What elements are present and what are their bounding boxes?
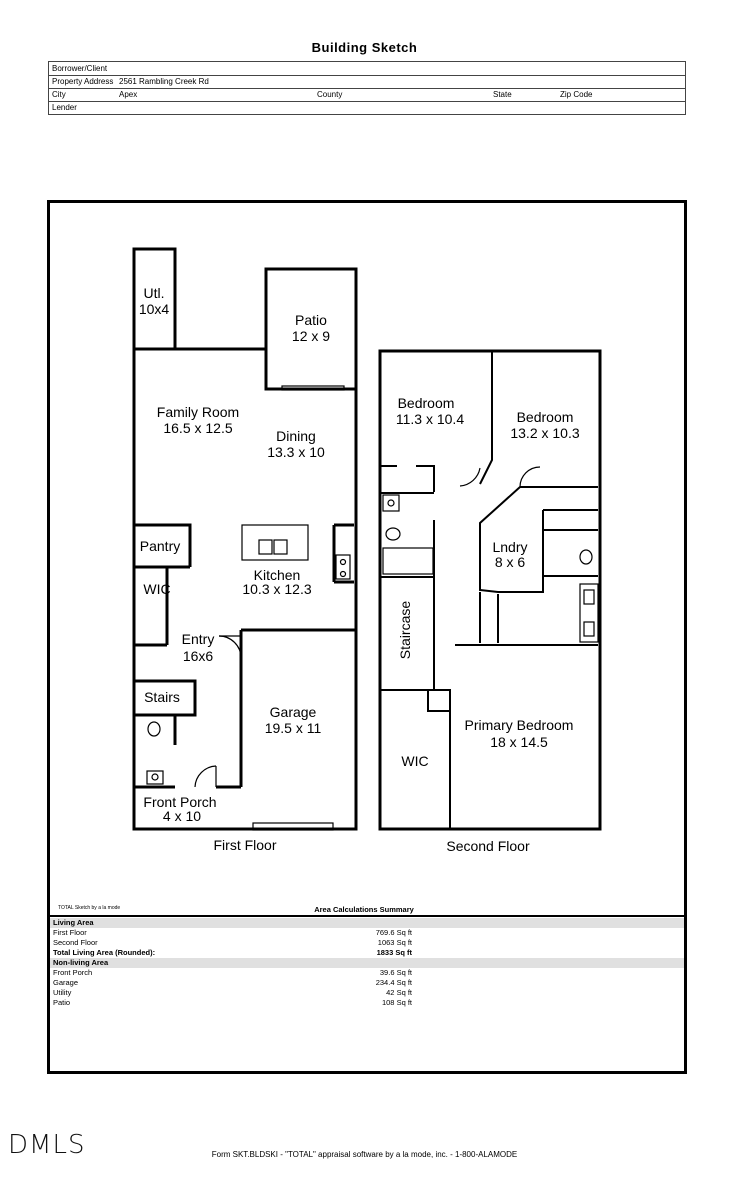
laundry-size: 8 x 6 [495,554,526,570]
row-label: Utility [53,988,72,997]
borrower-row: Borrower/Client [49,62,685,76]
row-label: Second Floor [53,938,98,947]
area-calculations-summary: Living Area First Floor 769.6 Sq ft Secon… [50,918,684,1008]
property-header-table: Borrower/Client Property Address 2561 Ra… [48,61,686,115]
row-value: 42 Sq ft [386,988,412,997]
family-room-label: Family Room [157,404,239,420]
row-value: 769.6 Sq ft [375,928,412,937]
dining-label: Dining [276,428,316,444]
table-row: Garage 234.4 Sq ft [50,978,684,988]
patio-label: Patio [295,312,327,328]
row-value: 39.6 Sq ft [379,968,412,977]
row-label: First Floor [53,928,87,937]
page-title: Building Sketch [311,40,418,55]
dmls-logo: DMLS [8,1130,86,1160]
bedroom-2-size: 13.2 x 10.3 [510,425,579,441]
utility-size: 10x4 [139,301,170,317]
second-floor-caption: Second Floor [446,838,530,854]
entry-size: 16x6 [183,648,214,664]
non-living-area-header: Non-living Area [50,958,684,968]
laundry-label: Lndry [492,539,527,555]
lender-row: Lender [49,101,685,114]
front-porch-size: 4 x 10 [163,808,201,824]
non-living-area-title: Non-living Area [53,958,109,967]
form-footer: Form SKT.BLDSKI - "TOTAL" appraisal soft… [211,1150,518,1159]
lender-label: Lender [52,103,77,112]
kitchen-size: 10.3 x 12.3 [242,581,311,597]
row-value: 234.4 Sq ft [375,978,412,987]
living-area-header: Living Area [50,918,684,928]
pantry-label: Pantry [140,538,180,554]
zip-label: Zip Code [560,90,593,99]
row-value: 108 Sq ft [381,998,412,1007]
sketch-frame [47,200,687,1074]
kitchen-label: Kitchen [254,567,301,583]
patio-room [264,267,358,391]
borrower-label: Borrower/Client [52,64,108,73]
bedroom-2-label: Bedroom [517,409,574,425]
city-label: City [52,90,66,99]
table-row: Second Floor 1063 Sq ft [50,938,684,948]
sketch-credit: TOTAL Sketch by a la mode [58,905,120,911]
table-row: Utility 42 Sq ft [50,988,684,998]
state-label: State [493,90,512,99]
county-label: County [317,90,343,99]
row-value: 1833 Sq ft [376,948,412,957]
garage-label: Garage [270,704,317,720]
patio-size: 12 x 9 [292,328,330,344]
address-row: Property Address 2561 Rambling Creek Rd [49,75,685,89]
staircase-label: Staircase [397,601,413,660]
table-row: Patio 108 Sq ft [50,998,684,1008]
family-room-size: 16.5 x 12.5 [163,420,232,436]
primary-bedroom-size: 18 x 14.5 [490,734,548,750]
stairs-label: Stairs [144,689,180,705]
row-label: Garage [53,978,79,987]
dining-size: 13.3 x 10 [267,444,325,460]
first-floor-caption: First Floor [214,837,277,853]
entry-label: Entry [182,631,215,647]
table-row: Front Porch 39.6 Sq ft [50,968,684,978]
city-row: City Apex County State Zip Code [49,88,685,102]
summary-title: Area Calculations Summary [314,905,414,914]
address-label: Property Address [52,77,114,86]
wic-second-floor-label: WIC [401,753,428,769]
row-label: Total Living Area (Rounded): [53,948,156,957]
city-value: Apex [119,90,138,99]
living-area-title: Living Area [53,918,94,927]
primary-bedroom-label: Primary Bedroom [465,717,574,733]
address-value: 2561 Rambling Creek Rd [119,77,209,86]
table-row: Total Living Area (Rounded): 1833 Sq ft [50,948,684,958]
front-porch-label: Front Porch [143,794,216,810]
second-floor-outline [378,349,602,831]
row-label: Patio [53,998,71,1007]
bedroom-1-size: 11.3 x 10.4 [396,411,464,427]
row-value: 1063 Sq ft [377,938,412,947]
wic-first-floor-label: WIC [143,581,170,597]
row-label: Front Porch [53,968,93,977]
utility-label: Utl. [144,285,165,301]
bedroom-1-label: Bedroom [398,395,455,411]
garage-size: 19.5 x 11 [265,720,322,736]
table-row: First Floor 769.6 Sq ft [50,928,684,938]
